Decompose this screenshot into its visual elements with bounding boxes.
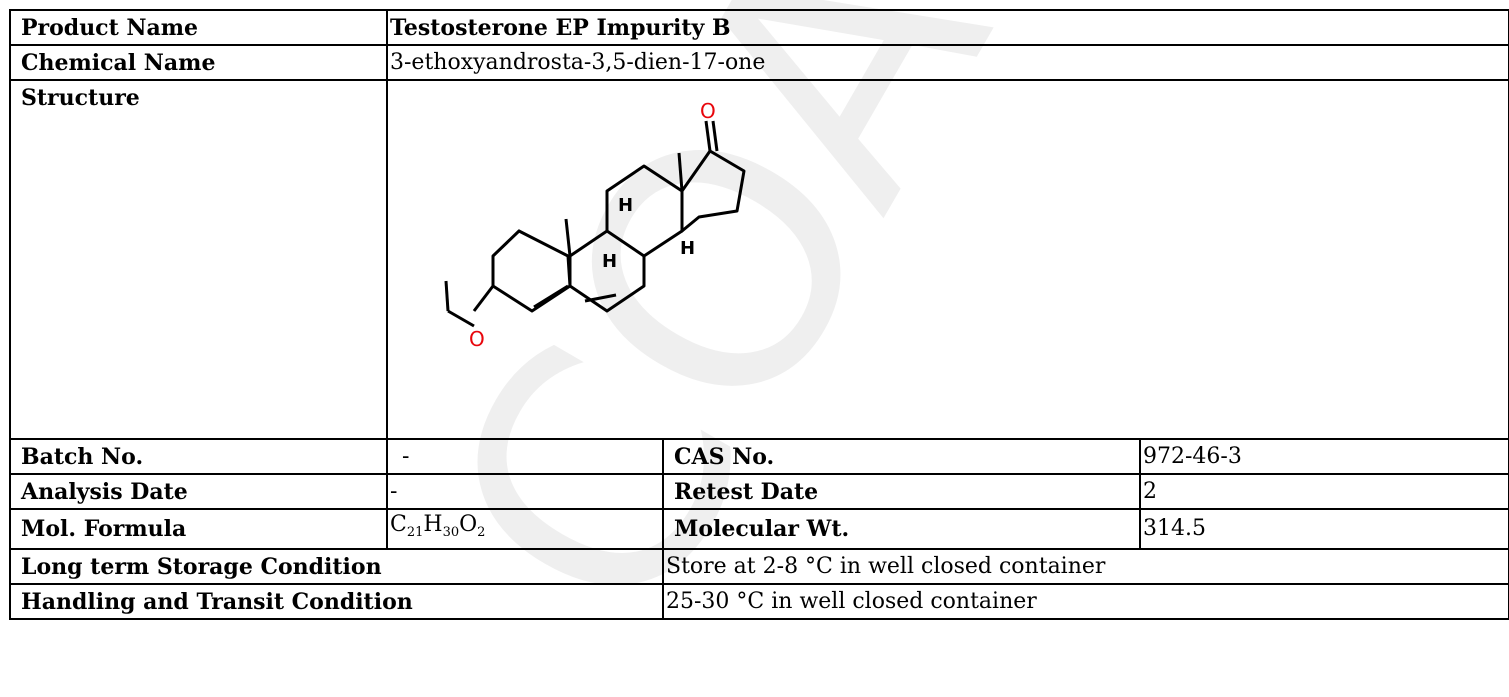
batch-value: -	[386, 438, 664, 475]
batch-label: Batch No.	[9, 438, 388, 475]
handling-label: Handling and Transit Condition	[9, 583, 664, 620]
molecular-weight-label: Molecular Wt.	[662, 508, 1141, 550]
row-formula: Mol. Formula C21H30O2 Molecular Wt. 314.…	[9, 508, 1509, 550]
formula-h-count: 30	[442, 525, 460, 540]
formula-o: O	[459, 512, 478, 537]
structure-bonds	[491, 149, 746, 313]
row-analysis: Analysis Date - Retest Date 2	[9, 473, 1509, 510]
cas-label: CAS No.	[662, 438, 1141, 475]
mol-formula-value: C21H30O2	[386, 508, 664, 550]
chemical-structure-diagram: O O H H H	[444, 99, 746, 351]
hydrogen-label-1: H	[618, 195, 633, 216]
analysis-date-value: -	[386, 473, 664, 510]
structure-label: Structure	[9, 79, 388, 440]
row-chemical-name: Chemical Name 3-ethoxyandrosta-3,5-dien-…	[9, 44, 1509, 81]
retest-date-label: Retest Date	[662, 473, 1141, 510]
oxygen-carbonyl-label: O	[700, 99, 716, 123]
cas-value: 972-46-3	[1138, 438, 1509, 475]
formula-c: C	[390, 512, 407, 537]
chemical-name-label: Chemical Name	[9, 44, 388, 81]
product-name-label: Product Name	[9, 9, 388, 46]
product-name-value: Testosterone EP Impurity B	[385, 9, 1509, 46]
structure-hydrogen-labels: H H H	[602, 195, 695, 272]
chemical-name-value: 3-ethoxyandrosta-3,5-dien-17-one	[385, 44, 1509, 81]
row-handling: Handling and Transit Condition 25-30 °C …	[9, 583, 1509, 620]
row-structure: Structure	[9, 79, 1509, 440]
retest-date-value: 2	[1138, 473, 1509, 510]
analysis-date-label: Analysis Date	[9, 473, 388, 510]
formula-h: H	[423, 512, 443, 537]
mol-formula-label: Mol. Formula	[9, 508, 388, 550]
row-product-name: Product Name Testosterone EP Impurity B	[9, 9, 1509, 46]
molecular-weight-value: 314.5	[1138, 508, 1509, 550]
storage-label: Long term Storage Condition	[9, 548, 664, 585]
coa-table: Product Name Testosterone EP Impurity B …	[9, 9, 1509, 620]
storage-value: Store at 2-8 °C in well closed container	[661, 548, 1509, 585]
oxygen-ether-label: O	[469, 327, 485, 351]
formula-o-count: 2	[477, 525, 486, 540]
formula-c-count: 21	[406, 525, 424, 540]
hydrogen-label-3: H	[680, 238, 695, 259]
structure-extra-bonds	[444, 120, 719, 328]
structure-oxygen-labels: O O	[469, 99, 716, 351]
hydrogen-label-2: H	[602, 251, 617, 272]
row-batch: Batch No. - CAS No. 972-46-3	[9, 438, 1509, 475]
structure-cell: O O H H H	[385, 79, 1509, 440]
row-storage: Long term Storage Condition Store at 2-8…	[9, 548, 1509, 585]
handling-value: 25-30 °C in well closed container	[661, 583, 1509, 620]
